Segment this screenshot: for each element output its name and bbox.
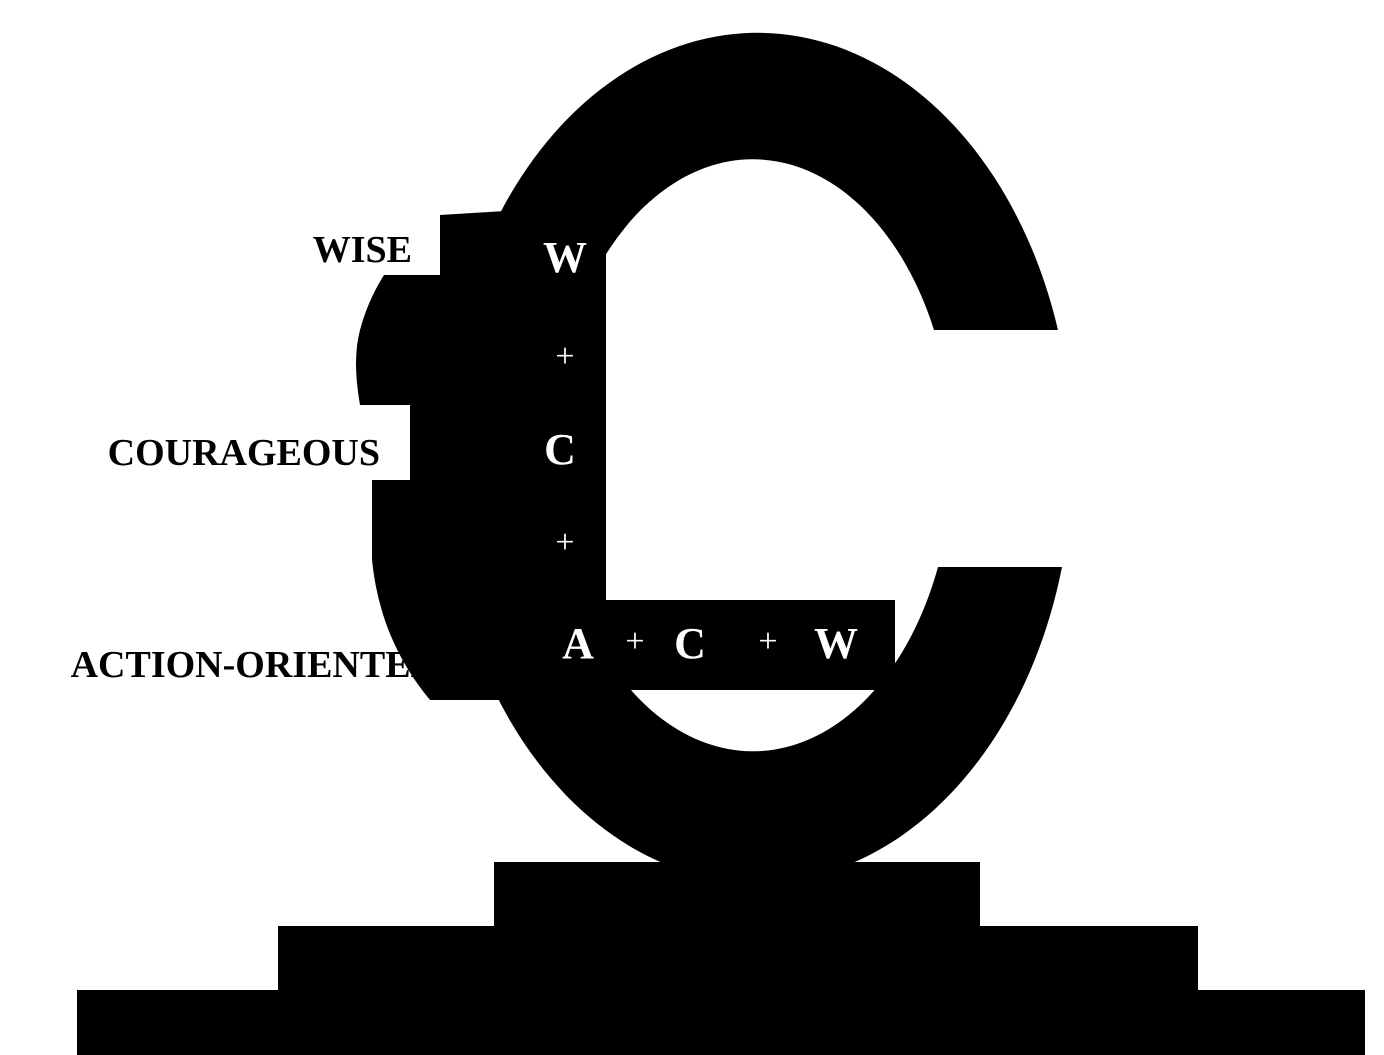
podium-middle-step: [278, 926, 1198, 996]
label-courageous: COURAGEOUS: [108, 434, 380, 472]
row-plus-1: +: [612, 625, 658, 659]
column-letter-c: C: [540, 428, 580, 472]
row-plus-2: +: [745, 625, 791, 659]
row-letter-c: C: [670, 622, 710, 666]
row-letter-a: A: [553, 622, 603, 666]
podium-top-step: [494, 862, 980, 932]
podium-bottom-step: [77, 990, 1365, 1055]
column-letter-w: W: [540, 236, 590, 280]
column-plus-1: +: [545, 340, 585, 374]
row-letter-w: W: [808, 622, 864, 666]
label-wise: WISE: [313, 231, 412, 269]
column-plus-2: +: [545, 526, 585, 560]
label-action-oriented: ACTION-ORIENTED: [71, 646, 438, 684]
